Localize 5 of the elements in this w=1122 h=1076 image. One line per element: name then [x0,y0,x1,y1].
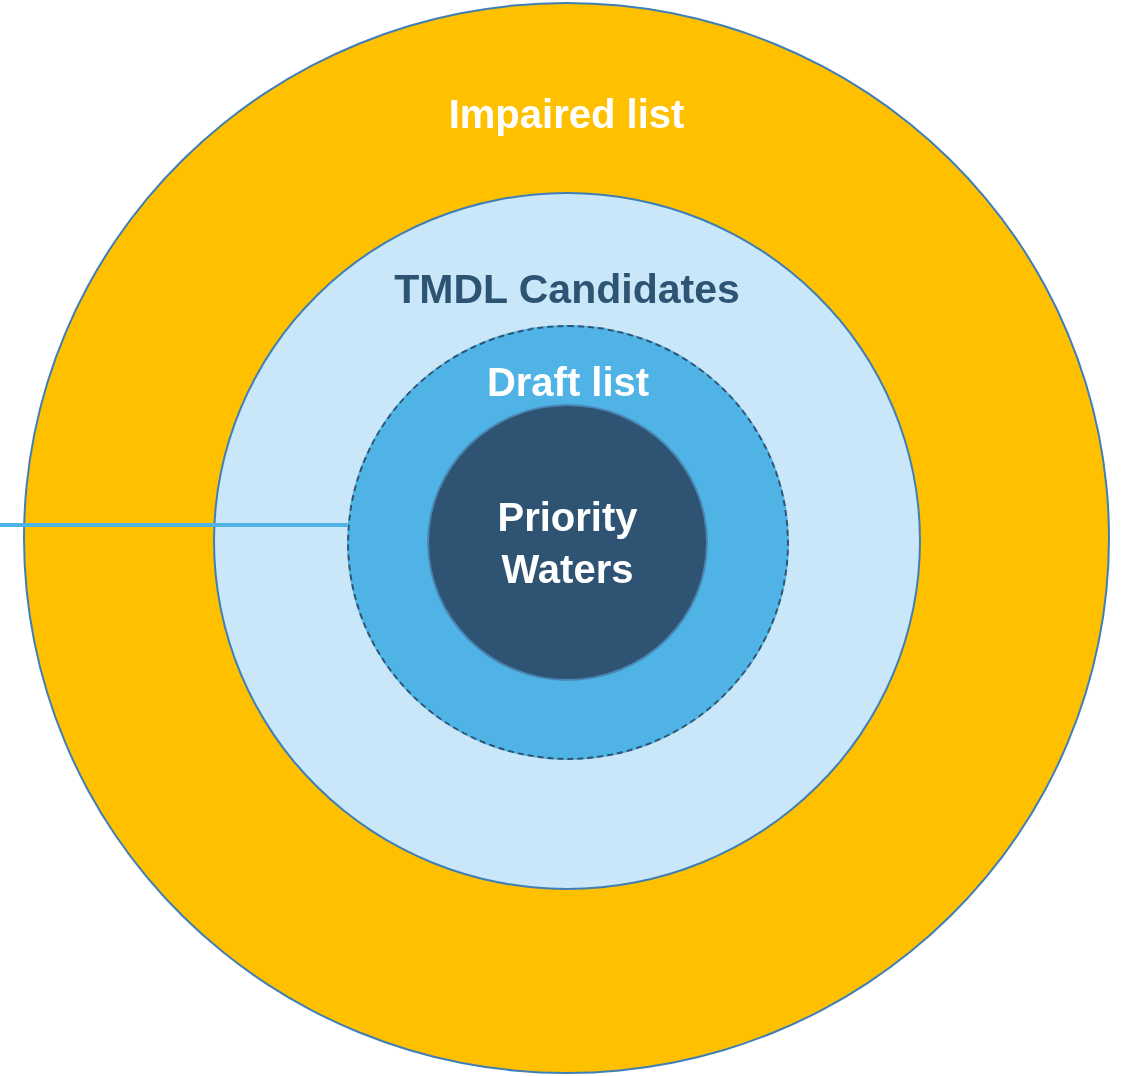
leader-line [0,523,348,527]
region-label: Draft list [486,359,650,406]
region-label: TMDL Candidates [394,265,740,314]
region-label: Impaired list [448,91,685,138]
region-label: Priority Waters [496,493,639,593]
